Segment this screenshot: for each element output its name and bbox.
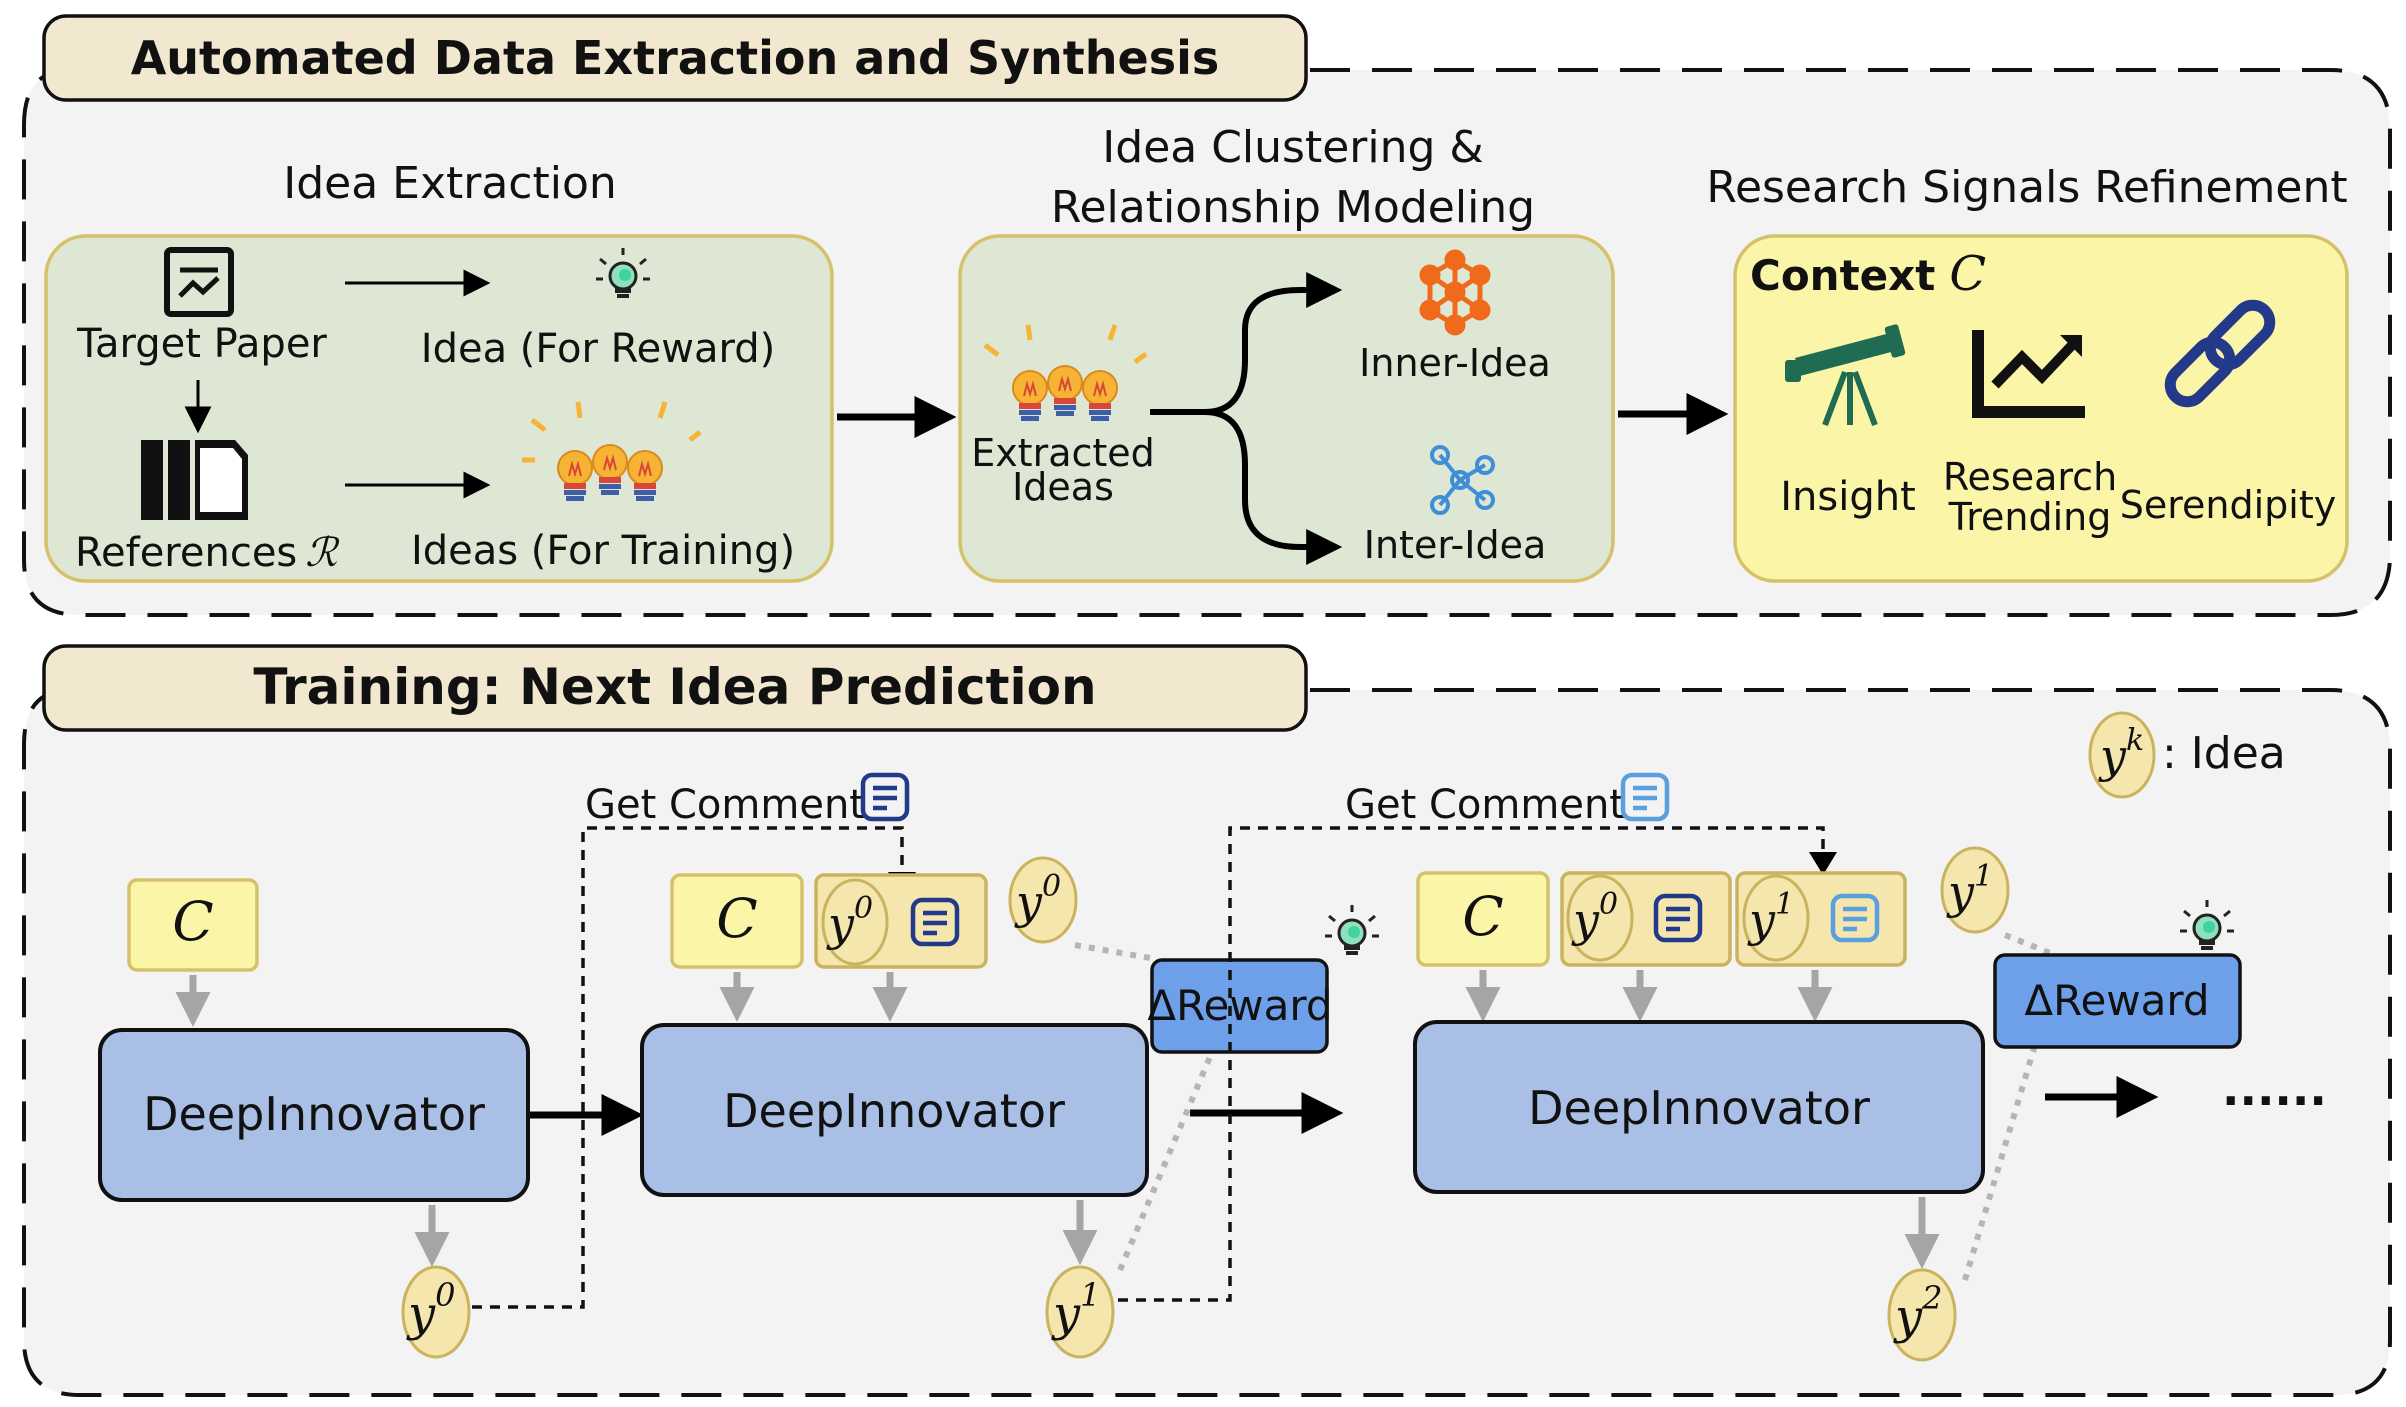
bottom-title: Training: Next Idea Prediction [253,658,1096,716]
reward-dotted-3 [2003,932,2057,958]
top-title: Automated Data Extraction and Synthesis [131,31,1220,85]
deepinnovator-label-3: DeepInnovator [1528,1081,1870,1135]
inner-idea-network-icon [1419,249,1491,336]
deepinnovator-box-3 [1413,1020,1985,1194]
clustering-heading-line2: Relationship Modeling [1051,182,1535,233]
legend-symbol: yk [2098,723,2144,783]
top-title-tab [42,14,1308,102]
y0-token-reward-1 [1008,856,1078,944]
ideas-lightbulbs-icon [522,401,702,502]
branch-arrows [1150,272,1343,565]
serendipity-label: Serendipity [2120,483,2337,527]
idea-extraction-heading: Idea Extraction [283,158,617,209]
deepinnovator-box-2 [640,1023,1149,1197]
target-paper-label: Target Paper [76,321,327,367]
get-comment-label-1: Get Comment [585,782,865,828]
get-comment-path-1 [472,826,904,1309]
telescope-icon [1785,324,1906,427]
clustering-heading-line1: Idea Clustering & [1102,122,1483,173]
y1-reward-label-2: y1 [1946,859,1993,919]
context-box-2 [670,873,804,969]
top-section: Automated Data Extraction and Synthesis … [22,14,2392,617]
deepinnovator-box-1 [98,1028,530,1202]
y0-reward-label-1: y0 [1014,869,1061,929]
deepinnovator-label-1: DeepInnovator [143,1087,485,1141]
get-comment-label-2: Get Comment [1345,782,1625,828]
idea-for-reward-label: Idea (For Reward) [421,326,775,372]
y2-token-output [1887,1268,1957,1362]
insight-label: Insight [1780,474,1916,520]
references-icon [141,440,248,520]
context-box-1 [127,878,259,972]
legend-idea-token [2088,711,2156,799]
legend-text: : Idea [2162,728,2286,779]
get-comment-arrowhead-2 [1809,852,1837,875]
y1-token-history-3 [1742,874,1810,962]
context-symbol-2: C [716,887,757,950]
y0-token-history-2 [821,878,889,966]
refinement-heading: Research Signals Refinement [1706,162,2347,213]
y2-output-label: y2 [1893,1279,1942,1345]
inter-idea-network-icon [1430,445,1495,515]
context-box-3 [1416,871,1550,967]
chain-link-icon [2164,299,2276,408]
get-comment-path-2 [1118,826,1825,1302]
deepinnovator-label-2: DeepInnovator [723,1084,1065,1138]
inter-idea-label: Inter-Idea [1364,523,1546,567]
reward-box-2 [1993,953,2242,1049]
y1-output-label: y1 [1051,1276,1100,1342]
research-trending-line1: Research [1943,455,2117,499]
y0-token-history-3 [1566,874,1634,962]
y0-output-label: y0 [406,1276,455,1342]
continuation-ellipsis: ...... [2222,1062,2327,1116]
extracted-ideas-line1: Extracted [971,431,1155,475]
y0-history-label-2: y0 [826,891,873,951]
y0-token-output [401,1265,471,1359]
trending-chart-icon [1972,330,2085,418]
y0-history-label-3: y0 [1571,887,1618,947]
y1-token-reward-2 [1940,846,2010,934]
context-symbol-3: C [1462,885,1503,948]
target-paper-icon [164,247,234,317]
reward-box-1 [1150,958,1329,1054]
bottom-title-tab [42,644,1308,732]
extracted-ideas-line2: Ideas [1012,465,1114,509]
ideas-for-training-label: Ideas (For Training) [411,528,795,574]
bottom-section: Training: Next Idea Prediction yk : Idea… [22,644,2392,1397]
extracted-ideas-icon [983,324,1148,422]
inner-idea-label: Inner-Idea [1359,341,1551,385]
reward-label-2: ΔReward [2024,976,2209,1025]
research-trending-line2: Trending [1948,495,2112,539]
legend: yk : Idea [2088,711,2286,799]
y1-history-label-3: y1 [1747,887,1794,947]
reward-label-1: ΔReward [1147,981,1332,1030]
context-symbol-1: C [172,890,213,953]
y1-token-output [1045,1265,1115,1359]
